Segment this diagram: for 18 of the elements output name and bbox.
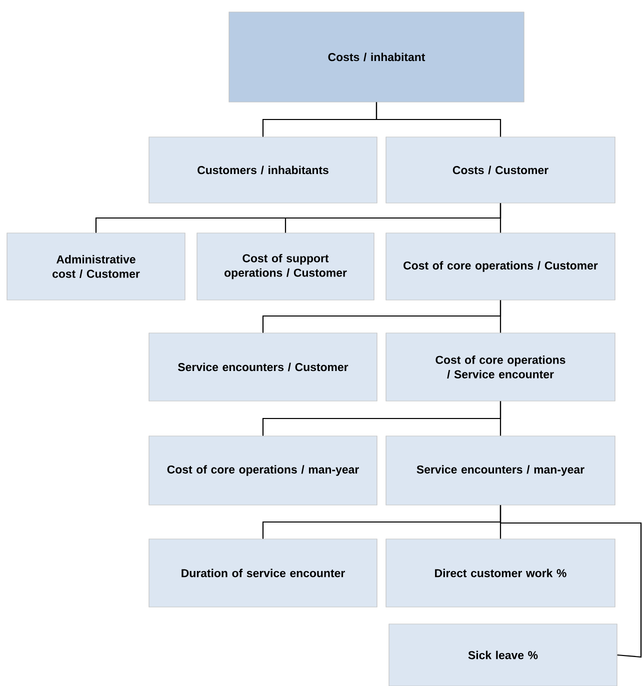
metric-box: Cost of core operations / man-year [148,436,378,506]
metric-box: Direct customer work % [386,538,616,608]
metric-box: Service encounters / Customer [148,332,378,402]
connector-line [500,401,502,436]
connector-line [500,203,502,233]
metric-box: Administrative cost / Customer [6,232,186,300]
metric-box: Cost of core operations / Customer [386,232,616,300]
connector-line [376,102,502,137]
connector-line [500,505,642,658]
metric-box: Costs / Customer [386,136,616,204]
connector-line [500,300,502,333]
metric-box: Sick leave % [388,624,618,686]
metric-box: Customers / inhabitants [148,136,378,204]
metric-box: Cost of support operations / Customer [196,232,374,300]
metric-box: Costs / inhabitant [228,12,524,102]
metric-box: Cost of core operations / Service encounter [386,332,616,402]
metric-box: Service encounters / man-year [386,436,616,506]
metric-box: Duration of service encounter [148,538,378,608]
